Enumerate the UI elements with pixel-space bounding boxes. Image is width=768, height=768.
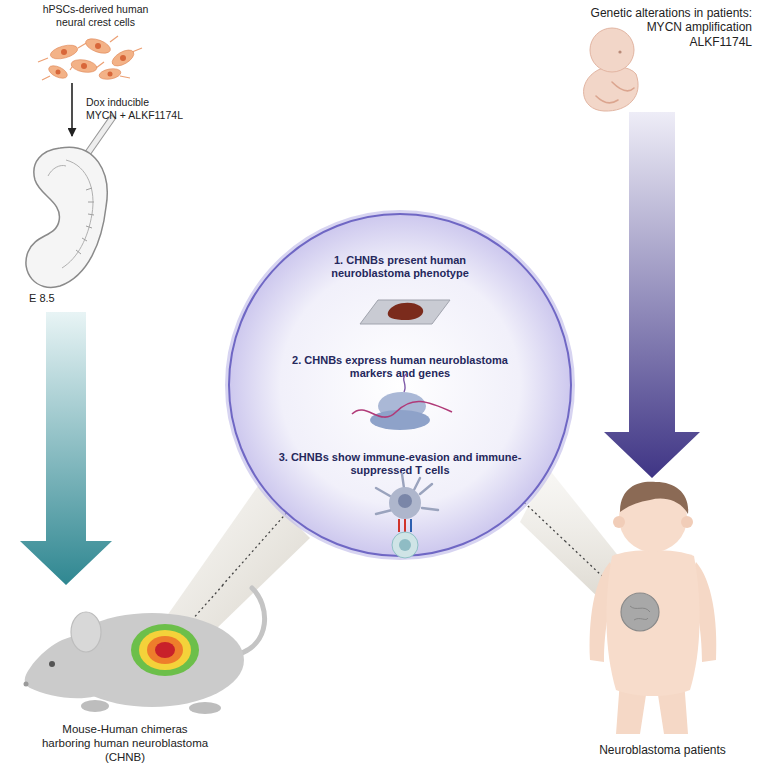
histology-slide (360, 300, 450, 324)
cell-body (70, 58, 98, 74)
node-heading: Genetic alterations in patients: MYCN am… (577, 6, 752, 50)
cell-body (84, 36, 113, 56)
patient-box: Neuroblastoma patients (565, 478, 760, 740)
dendrite (376, 474, 438, 514)
embryo-box: E 8.5 (15, 136, 125, 312)
cell-nucleus (108, 72, 113, 77)
child-illustration (590, 482, 717, 734)
t-cell (392, 532, 418, 558)
tumor-vessel (630, 606, 650, 620)
node-caption: Mouse-Human chimeras harboring human neu… (39, 723, 211, 764)
transduction-arrow (71, 83, 73, 136)
fetus-box: Genetic alterations in patients: MYCN am… (577, 4, 752, 112)
cell-nucleus (399, 539, 411, 551)
fetus-eye (618, 50, 621, 53)
cell-nucleus (61, 49, 67, 55)
embryo-outline (26, 147, 107, 287)
stage-label: E 8.5 (29, 292, 89, 305)
mrna-strand (352, 401, 452, 417)
cell-body (98, 67, 121, 81)
somites (76, 188, 94, 254)
mouse-box: Mouse-Human chimeras harboring human neu… (15, 585, 260, 720)
node-caption: Neuroblastoma patients (565, 743, 760, 757)
receptor (410, 519, 412, 532)
cell-nucleus (398, 494, 412, 508)
cell-body (49, 43, 79, 62)
cell-nucleus (120, 55, 126, 61)
edge-label: Dox inducible MYCN + ALKF1174L (86, 96, 186, 122)
child-ear (613, 516, 625, 528)
cell-nucleus (56, 70, 61, 75)
fetus-head (590, 28, 634, 72)
cell-process (38, 36, 142, 80)
cell-nucleus (95, 43, 101, 49)
tissue-section (388, 303, 423, 320)
findings-circle: 1. CHNBs present human neuroblastoma phe… (225, 210, 575, 560)
tumor-ring (131, 624, 199, 676)
child-torso (606, 550, 699, 696)
mouse-foot (81, 700, 109, 712)
ribosome-subunit (378, 392, 426, 420)
circle-glow (228, 213, 572, 557)
zoom-leader (223, 513, 287, 585)
fetus-limb (596, 82, 634, 103)
child-hair (620, 482, 688, 514)
circle-shape (229, 214, 571, 556)
finding-text: 3. CHNBs show immune-evasion and immune-… (275, 451, 525, 477)
embryo-illustration (26, 115, 116, 288)
mouse-illustration (24, 588, 265, 714)
tumor-core (155, 642, 175, 658)
dendritic-cell (389, 487, 421, 519)
tumor-ring (147, 636, 183, 664)
tumor-ring (139, 630, 191, 670)
zoom-leader (524, 503, 565, 542)
neural-crest-cells (38, 36, 142, 81)
cell-illustration-box: hPSCs-derived human neural crest cells (33, 3, 158, 83)
tumor (131, 624, 199, 676)
cell-body (47, 63, 69, 81)
cell-nucleus (81, 63, 87, 69)
slide-glass (360, 300, 450, 324)
child-ear (681, 516, 693, 528)
ribosome-subunit (370, 410, 430, 430)
immune-cells-icon (376, 474, 438, 558)
mouse-nose (24, 682, 29, 687)
node-heading: hPSCs-derived human neural crest cells (33, 3, 158, 28)
embryo-detail (48, 160, 93, 268)
fetus-body (584, 67, 639, 112)
flow-arrow (20, 312, 112, 585)
peptide-chain (404, 374, 406, 392)
patient-tumor (621, 593, 659, 631)
finding-text: 2. CHNBs express human neuroblastoma mar… (275, 354, 525, 380)
fetus-illustration (584, 28, 639, 111)
mouse-tail (236, 588, 265, 655)
mouse-eye (49, 661, 55, 667)
mouse-foot (189, 702, 221, 714)
cell-body (110, 47, 137, 69)
gene-expression-icon (352, 374, 452, 430)
finding-text: 1. CHNBs present human neuroblastoma phe… (305, 254, 495, 280)
flow-arrow (604, 112, 700, 478)
mouse-ear (71, 612, 101, 652)
receptor (399, 519, 405, 532)
